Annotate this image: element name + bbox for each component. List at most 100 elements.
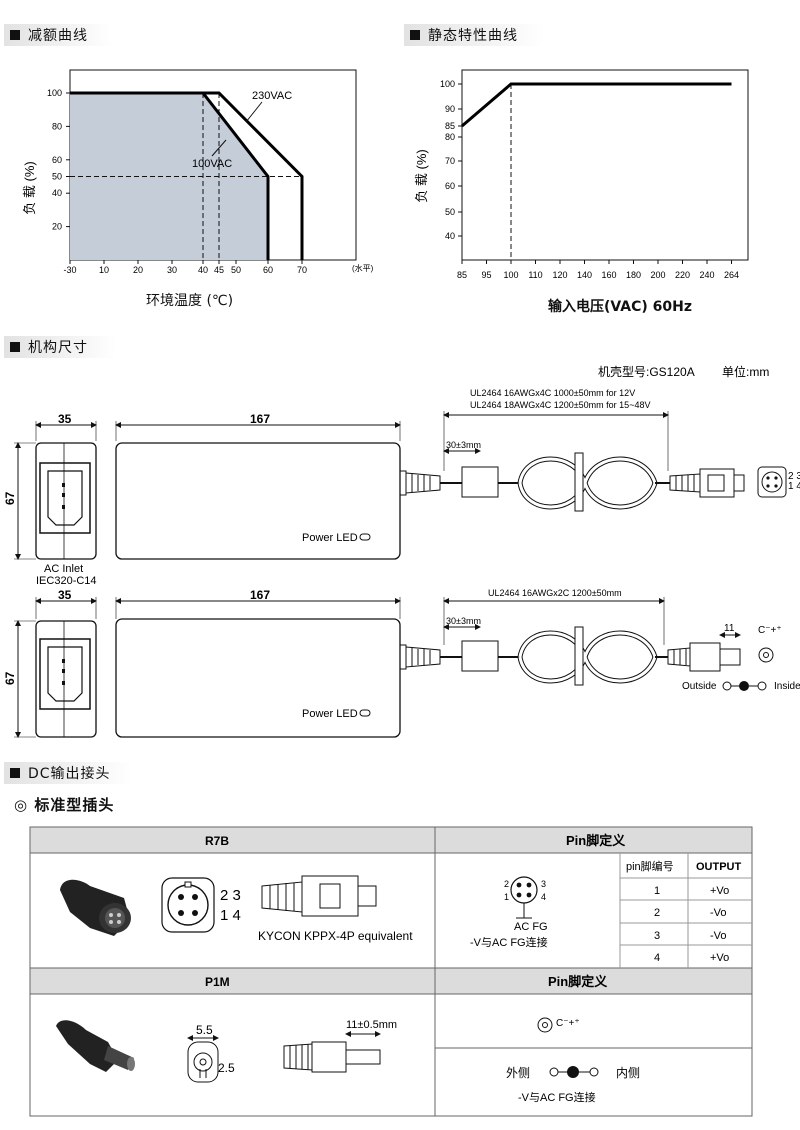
- y-tick-label: 90: [445, 104, 455, 114]
- section-title: 机构尺寸: [28, 340, 88, 356]
- x-tick-label: 180: [626, 270, 641, 280]
- pin-label-23: 2 3: [788, 471, 800, 482]
- series-label: 230VAC: [252, 90, 292, 102]
- dim-width: 35: [58, 412, 72, 426]
- kycon-label: KYCON KPPX-4P equivalent: [258, 929, 413, 943]
- pin-definition-title: Pin脚定义: [566, 833, 626, 848]
- pin-table-cell: 2: [654, 907, 660, 919]
- standard-plug-label: 标准型插头: [34, 796, 115, 814]
- pin-table-cell: -Vo: [710, 907, 727, 919]
- x-unit-note: (水平): [352, 263, 374, 273]
- pin-table: pin脚编号 OUTPUT 1 +Vo 2 -Vo 3 -Vo 4 +Vo: [619, 853, 752, 968]
- cable-spec-lower: UL2464 16AWGx2C 1200±50mm: [488, 588, 622, 598]
- lower-unit: 35 67 167 Power LED C⁻+⁺: [3, 588, 800, 738]
- x-tick-label: 10: [99, 265, 109, 275]
- pin-1-label: 1: [504, 892, 509, 902]
- upper-unit: 35 67 AC Inlet IEC320-C14 167 Power LED: [3, 388, 800, 587]
- standard-plug-heading: ◎ 标准型插头: [14, 794, 114, 815]
- pin-label-23: 2 3: [220, 887, 241, 904]
- x-tick-label: 220: [675, 270, 690, 280]
- power-led-label: Power LED: [302, 532, 358, 544]
- p1m-diameter-dim: 5.5: [196, 1023, 213, 1037]
- strain-relief-dim: 30±3mm: [446, 616, 481, 626]
- x-tick-label: 40: [198, 265, 208, 275]
- pin-table-cell: +Vo: [710, 885, 729, 897]
- pin-label-14: 1 4: [788, 481, 800, 492]
- r7b-plug-photo: [60, 879, 131, 936]
- y-tick-label: 60: [445, 181, 455, 191]
- dim-length: 167: [250, 412, 270, 426]
- pin-4-label: 4: [541, 892, 546, 902]
- x-tick-label: 110: [528, 270, 542, 280]
- polarity-symbol: C⁻+⁺: [758, 625, 782, 636]
- series-leader: [211, 139, 227, 157]
- cable-spec-2: UL2464 18AWGx4C 1200±50mm for 15~48V: [470, 400, 650, 410]
- y-axis-label: 负 载 (%): [22, 161, 37, 214]
- v-link-label: -V与AC FG连接: [470, 936, 548, 949]
- v-link-label: -V与AC FG连接: [518, 1091, 596, 1104]
- x-tick-label: 30: [167, 265, 177, 275]
- p1m-plug-photo: [56, 1020, 135, 1072]
- section-header-mechanical: 机构尺寸: [4, 336, 116, 358]
- p1m-inner-dim: 2.5: [218, 1061, 235, 1075]
- x-tick-label: 85: [457, 270, 467, 280]
- pin-definition-title: Pin脚定义: [548, 974, 608, 989]
- polarity-symbol: C⁻+⁺: [556, 1018, 580, 1029]
- y-tick-label: 50: [445, 207, 455, 217]
- ac-inlet-type: IEC320-C14: [36, 575, 97, 587]
- case-model-label: 机壳型号:GS120A: [598, 365, 695, 379]
- series-line: [461, 82, 732, 128]
- derating-xlabel: 环境温度 (℃): [146, 293, 234, 309]
- ac-inlet-label: AC Inlet: [44, 563, 83, 575]
- pin-table-cell: 3: [654, 930, 660, 942]
- section-header-static: 静态特性曲线: [404, 24, 544, 46]
- p1m-title: P1M: [205, 975, 230, 989]
- pin-label-14: 1 4: [220, 907, 241, 924]
- x-tick-label: 95: [481, 270, 491, 280]
- inside-label: Inside: [774, 681, 800, 692]
- y-tick-label: 50: [52, 172, 62, 182]
- x-tick-label: 20: [133, 265, 143, 275]
- dim-length: 167: [250, 588, 270, 602]
- plug-length-dim: 11: [724, 623, 735, 634]
- pin-table-cell: +Vo: [710, 952, 729, 964]
- x-tick-label: 240: [699, 270, 714, 280]
- outside-label: Outside: [682, 681, 717, 692]
- x-tick-label: 60: [263, 265, 273, 275]
- y-axis-label: 负 载 (%): [414, 149, 429, 202]
- section-title: 减额曲线: [28, 28, 88, 44]
- series-label: 100VAC: [192, 158, 232, 170]
- y-tick-label: 85: [445, 121, 455, 131]
- y-tick-label: 40: [52, 188, 62, 198]
- y-tick-label: 20: [52, 222, 62, 232]
- outside-cn-label: 外侧: [506, 1066, 530, 1080]
- dim-height: 67: [3, 671, 17, 685]
- x-tick-label: -30: [63, 265, 76, 275]
- plot-frame: [461, 69, 749, 261]
- pin-table-cell: 1: [654, 885, 660, 897]
- inside-cn-label: 内侧: [616, 1066, 640, 1080]
- series-leader: [245, 101, 263, 123]
- pin-3-label: 3: [541, 879, 546, 889]
- static-xlabel: 输入电压(VAC) 60Hz: [548, 299, 693, 315]
- y-tick-label: 100: [47, 88, 62, 98]
- y-tick-label: 80: [52, 121, 62, 131]
- unit-label: 单位:mm: [722, 364, 769, 379]
- strain-relief-dim: 30±3mm: [446, 440, 481, 450]
- dim-height: 67: [3, 491, 17, 505]
- p1m-length-dim: 11±0.5mm: [346, 1019, 397, 1031]
- x-tick-label: 50: [231, 265, 241, 275]
- y-tick-label: 70: [445, 156, 455, 166]
- bullet-icon: ◎: [14, 796, 29, 814]
- y-tick-label: 100: [440, 79, 455, 89]
- mechanical-drawing: 机壳型号:GS120A 单位:mm 35 67 AC Inlet IEC320-…: [3, 364, 800, 738]
- y-tick-label: 60: [52, 155, 62, 165]
- power-led-label: Power LED: [302, 708, 358, 720]
- x-tick-label: 100: [503, 270, 518, 280]
- r7b-title: R7B: [205, 834, 229, 848]
- dim-width: 35: [58, 588, 72, 602]
- section-title: 静态特性曲线: [428, 28, 518, 44]
- x-tick-label: 264: [724, 270, 739, 280]
- pin-table-header-number: pin脚编号: [626, 859, 674, 873]
